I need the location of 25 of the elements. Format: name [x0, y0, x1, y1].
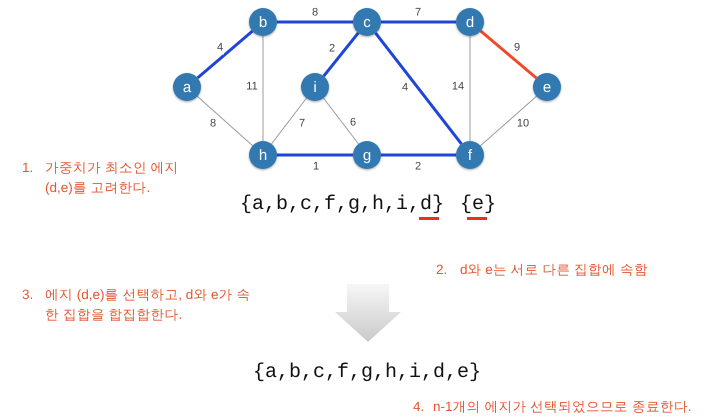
edge-line — [277, 20, 353, 24]
step-text: 가중치가 최소인 에지 (d,e)를 고려한다. — [45, 159, 180, 197]
step-number: 4. — [413, 398, 424, 416]
set-text: {e} — [460, 193, 496, 217]
edge-line — [381, 154, 456, 156]
edge-label: 4 — [216, 42, 224, 54]
edge-line — [277, 154, 353, 156]
edge-line — [196, 96, 254, 146]
edge-line — [381, 20, 456, 24]
set-text: {a,b,c,f,g,h,i,d} — [240, 193, 444, 217]
step-number: 3. — [22, 286, 34, 304]
edge-line — [271, 98, 307, 144]
step-number: 1. — [22, 159, 34, 177]
edge-line — [480, 96, 537, 146]
step-text: d와 e는 서로 다른 집합에 속함 — [460, 261, 648, 279]
edge-line — [480, 30, 538, 80]
step-number: 2. — [436, 261, 448, 279]
set-text: {a,b,c,f,g,h,i,d,e} — [253, 361, 482, 385]
edge-line — [374, 32, 463, 145]
step-text: n-1개의 에지가 선택되었으므로 종료한다. — [433, 398, 692, 416]
edge-line — [196, 30, 254, 80]
edge-line — [322, 32, 360, 77]
edge-line — [262, 36, 264, 142]
step-text: 에지 (d,e)를 선택하고, d와 e가 속 한 집합을 합집합한다. — [45, 286, 252, 324]
edge-line — [323, 98, 359, 144]
